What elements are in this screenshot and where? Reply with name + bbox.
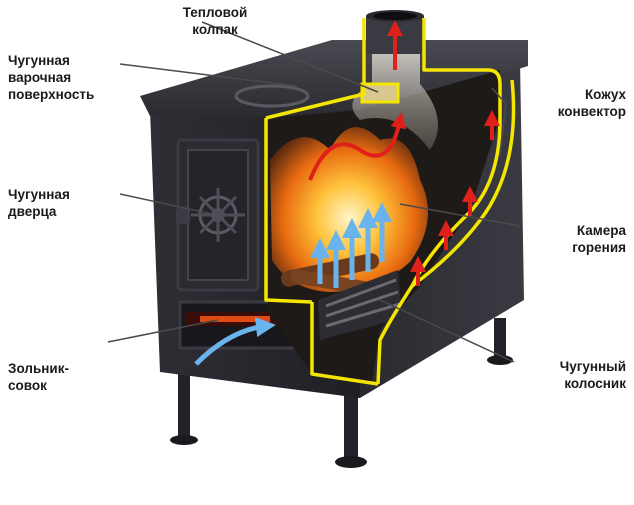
label-cast-iron-grate: Чугунный колосник xyxy=(559,359,626,391)
label-cast-iron-hob: Чугунная варочная поверхность xyxy=(8,53,95,102)
heat-cap-plate xyxy=(360,82,400,104)
label-heat-cap: Тепловой колпак xyxy=(182,5,248,37)
hob-ring xyxy=(234,84,310,108)
label-convector-casing: Кожух конвектор xyxy=(557,87,626,119)
label-ash-pan: Зольник- совок xyxy=(8,361,69,393)
cast-iron-door xyxy=(176,138,260,292)
hot-air-arrows xyxy=(308,20,500,286)
fire-icon xyxy=(270,127,428,292)
cast-iron-grate xyxy=(318,270,402,340)
cold-air-arrows xyxy=(194,202,392,366)
leader-lines xyxy=(107,21,521,363)
label-cast-iron-door: Чугунная дверца xyxy=(8,187,70,219)
label-combustion-chamber: Камера горения xyxy=(572,223,626,255)
highlight-outlines xyxy=(264,18,516,386)
ornament-icon xyxy=(191,188,245,242)
stove-legs xyxy=(170,318,513,468)
